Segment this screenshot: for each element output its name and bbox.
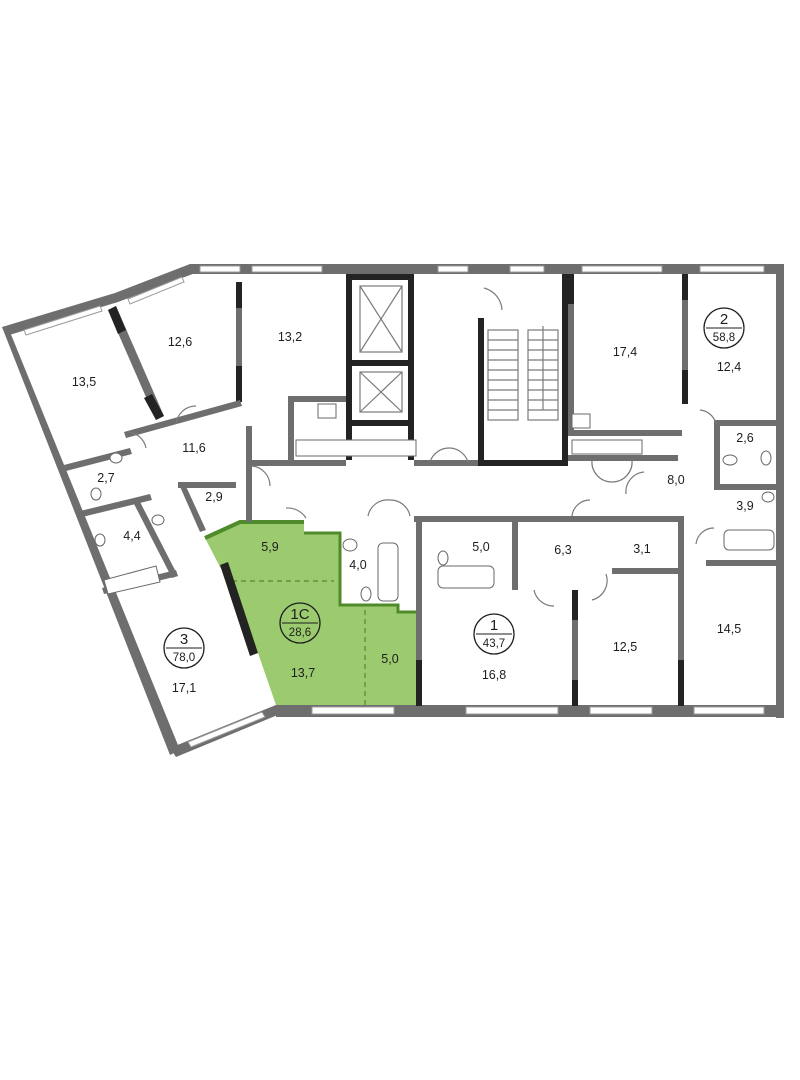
bathtub-icon <box>103 565 161 595</box>
stair-treads <box>488 326 558 411</box>
toilet-icon <box>360 586 372 602</box>
room-area-label: 12,4 <box>717 360 741 374</box>
room-area-label: 5,9 <box>261 540 278 554</box>
toilet-icon <box>437 550 449 566</box>
bathtub-icon <box>437 565 495 589</box>
apartment-1c-highlight[interactable] <box>204 520 416 705</box>
room-area-label: 4,0 <box>349 558 366 572</box>
sink-icon <box>317 403 337 419</box>
apartment-area: 28,6 <box>289 627 311 639</box>
kitchen-counter-icon <box>295 439 417 457</box>
apartment-badge-circle <box>279 602 321 644</box>
apartment-badge-3[interactable]: 378,0 <box>163 627 205 669</box>
toilet-icon <box>761 491 775 503</box>
apartment-number: 1С <box>290 606 309 623</box>
room-area-label: 2,6 <box>736 431 753 445</box>
bath-fixtures <box>90 403 775 602</box>
room-area-label: 12,6 <box>168 335 192 349</box>
room-area-label: 3,9 <box>736 499 753 513</box>
room-area-label: 6,3 <box>554 543 571 557</box>
apartment-number: 1 <box>490 617 498 634</box>
apartment-1c-outline <box>204 520 304 540</box>
apartment-badge-1[interactable]: 143,7 <box>473 613 515 655</box>
room-area-label: 2,9 <box>205 490 222 504</box>
bathtub-icon <box>377 542 399 602</box>
room-area-label: 11,6 <box>182 441 205 455</box>
room-area-label: 17,1 <box>172 681 196 695</box>
sink-icon <box>722 454 738 466</box>
doors <box>127 287 717 607</box>
room-area-label: 13,2 <box>278 330 302 344</box>
room-area-label: 5,0 <box>381 652 398 666</box>
room-area-label: 12,5 <box>613 640 637 654</box>
room-area-label: 5,0 <box>472 540 489 554</box>
room-area-label: 13,7 <box>291 666 315 680</box>
toilet-icon <box>94 533 106 547</box>
room-area-label: 8,0 <box>667 473 684 487</box>
bathtub-icon <box>723 529 775 551</box>
room-area-label: 14,5 <box>717 622 741 636</box>
kitchen-counter-icon <box>571 439 643 455</box>
room-area-label: 2,7 <box>97 471 114 485</box>
sink-icon <box>571 413 591 429</box>
building-core <box>346 274 568 466</box>
apartment-area: 78,0 <box>173 652 195 664</box>
room-area-label: 17,4 <box>613 345 637 359</box>
apartment-number: 3 <box>180 631 188 648</box>
toilet-icon <box>760 450 772 466</box>
apartment-1c-fill[interactable] <box>205 522 416 705</box>
room-area-label: 4,4 <box>123 529 140 543</box>
toilet-icon <box>90 487 102 501</box>
apartment-area: 58,8 <box>713 332 735 344</box>
sink-icon <box>151 514 165 526</box>
interior-walls <box>60 274 778 706</box>
room-area-label: 3,1 <box>633 542 650 556</box>
apartment-area: 43,7 <box>483 638 505 650</box>
apartment-badge-2[interactable]: 258,8 <box>703 307 745 349</box>
apartment-badge-1c[interactable]: 1С 28,6 <box>279 602 321 644</box>
exterior-walls <box>2 264 784 757</box>
apartment-number: 2 <box>720 311 728 328</box>
apartment-1c-inner-wall <box>304 531 416 614</box>
room-area-label: 16,8 <box>482 668 506 682</box>
sink-icon <box>342 538 358 552</box>
sink-icon <box>109 452 123 464</box>
room-area-label: 13,5 <box>72 375 96 389</box>
